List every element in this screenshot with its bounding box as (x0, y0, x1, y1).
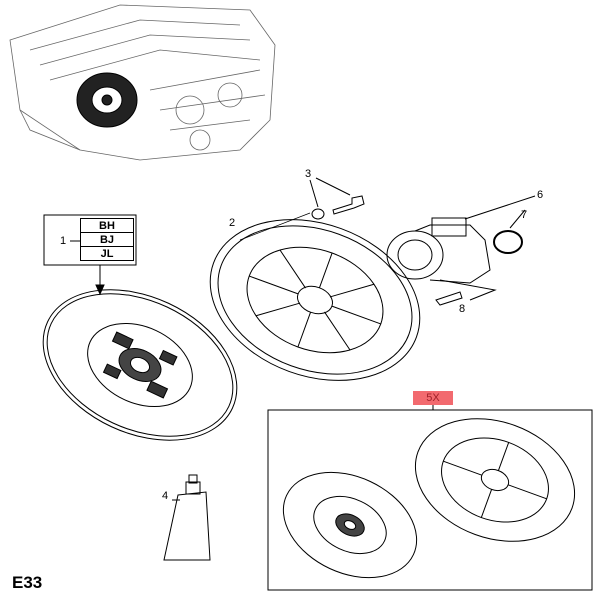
kit-label: 5X (413, 391, 453, 405)
callout-6: 6 (537, 189, 544, 201)
callout-2: 2 (229, 217, 236, 229)
figure-id: E33 (12, 573, 43, 592)
kit-box (267, 409, 593, 591)
kit-clutch-disc (282, 471, 418, 579)
release-bearing (386, 217, 491, 284)
variant-box (43, 214, 137, 266)
kit-pressure-plate (414, 418, 576, 542)
variant-code-bh: BH (80, 218, 134, 233)
flywheel-highlight (76, 72, 138, 128)
engine-illustration (9, 4, 276, 161)
callout-7: 7 (521, 209, 528, 221)
o-ring (493, 230, 523, 254)
variant-code-bj: BJ (80, 232, 134, 247)
clutch-disc (42, 289, 238, 441)
grease-tube (163, 474, 211, 561)
variant-code-jl: JL (80, 246, 134, 261)
bearing-bolt (435, 291, 463, 306)
callout-8: 8 (459, 303, 466, 315)
callout-1: 1 (60, 235, 67, 247)
pressure-plate (209, 219, 421, 381)
bolt-and-washer (311, 195, 365, 220)
callout-4: 4 (162, 490, 169, 502)
callout-3: 3 (305, 168, 312, 180)
